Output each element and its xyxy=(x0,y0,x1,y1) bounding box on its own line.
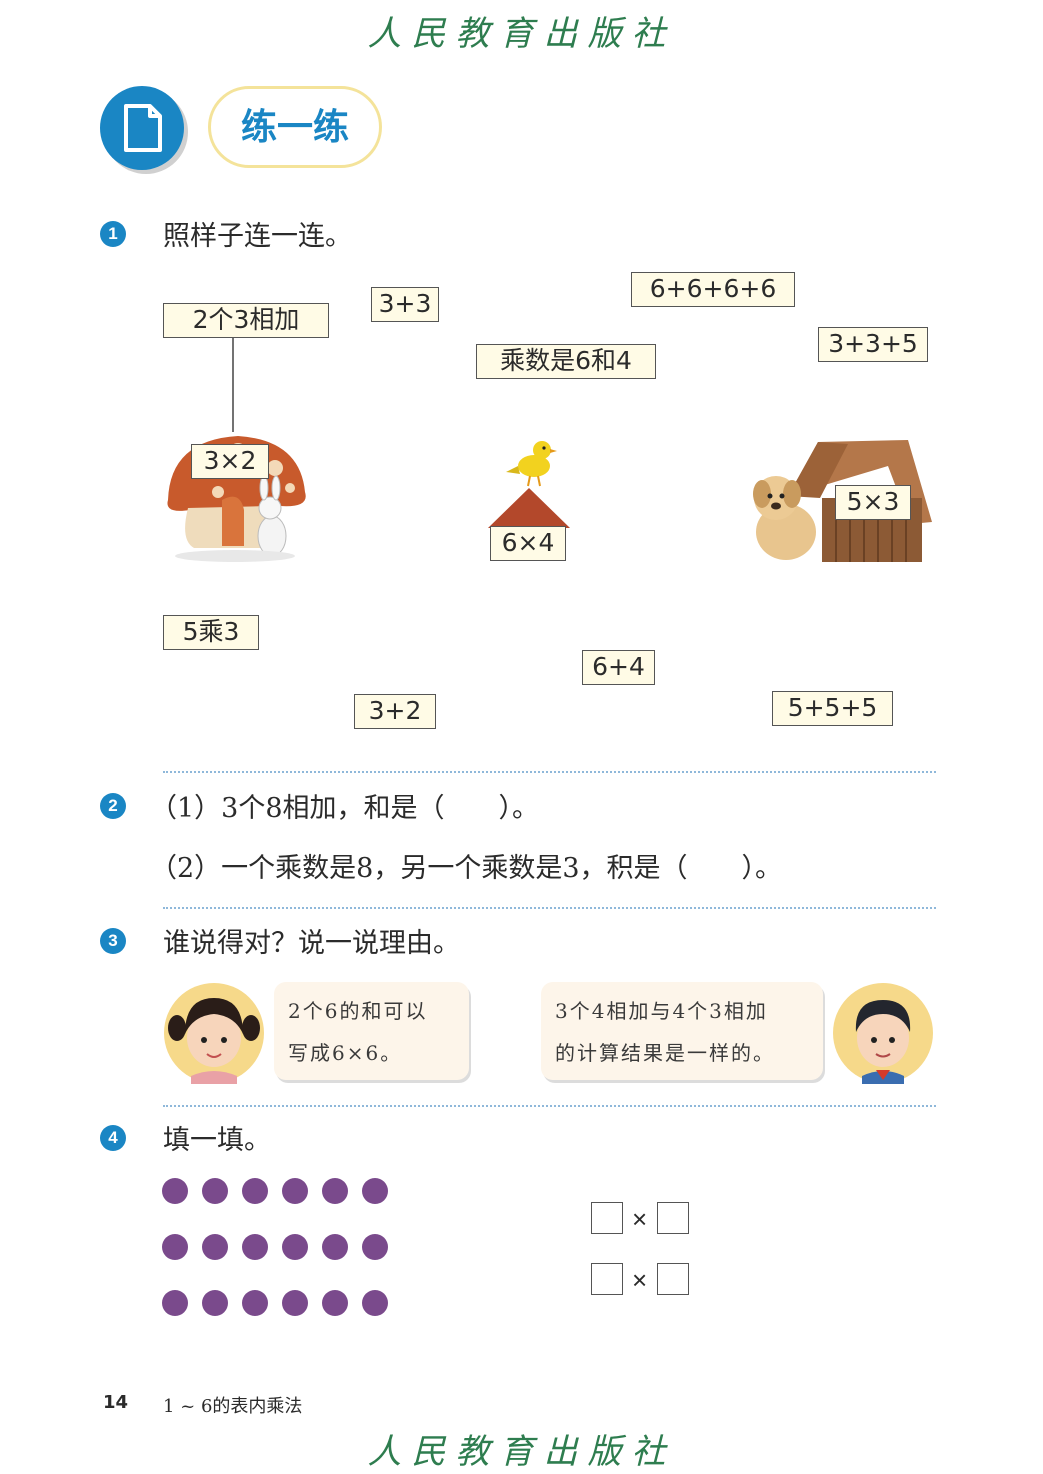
card-5-multiply-3[interactable]: 5乘3 xyxy=(163,615,259,650)
answer-box[interactable] xyxy=(591,1263,623,1295)
publisher-logo-top: 人民教育出版社 xyxy=(367,14,676,54)
boy-statement-line-2: 的计算结果是一样的。 xyxy=(555,1041,775,1065)
card-5-times-3[interactable]: 5×3 xyxy=(835,485,911,520)
purple-dot xyxy=(362,1178,388,1204)
times-sign: × xyxy=(632,1265,648,1295)
card-6-times-4[interactable]: 6×4 xyxy=(490,526,566,561)
card-3-times-2[interactable]: 3×2 xyxy=(191,444,269,479)
card-6-plus-4[interactable]: 6+4 xyxy=(582,650,655,685)
divider xyxy=(163,771,936,773)
answer-box[interactable] xyxy=(657,1263,689,1295)
boy-statement-line-1: 3个4相加与4个3相加 xyxy=(555,999,768,1023)
purple-dot xyxy=(322,1234,348,1260)
card-5-plus-5-plus-5[interactable]: 5+5+5 xyxy=(772,691,893,726)
answer-box[interactable] xyxy=(591,1202,623,1234)
answer-box[interactable] xyxy=(657,1202,689,1234)
card-3-plus-2[interactable]: 3+2 xyxy=(354,694,436,729)
boy-avatar xyxy=(833,983,933,1084)
girl-statement-line-1: 2个6的和可以 xyxy=(288,999,428,1023)
times-sign: × xyxy=(632,1204,648,1234)
boy-speech-bubble: 3个4相加与4个3相加 的计算结果是一样的。 xyxy=(541,982,823,1080)
example-connect-line xyxy=(232,336,234,432)
page-number: 14 xyxy=(103,1392,129,1413)
q3-instruction: 谁说得对？说一说理由。 xyxy=(163,928,460,959)
q2-line-2: （2）一个乘数是8，另一个乘数是3，积是（ ）。 xyxy=(150,853,783,884)
question-number-2: 2 xyxy=(100,793,126,819)
card-multipliers-6-and-4[interactable]: 乘数是6和4 xyxy=(476,344,656,379)
purple-dot xyxy=(242,1234,268,1260)
purple-dot xyxy=(322,1290,348,1316)
divider xyxy=(163,907,936,909)
purple-dot xyxy=(282,1178,308,1204)
question-number-3: 3 xyxy=(100,928,126,954)
question-number-1: 1 xyxy=(100,221,126,247)
purple-dot xyxy=(162,1290,188,1316)
girl-avatar xyxy=(164,983,264,1084)
question-number-4: 4 xyxy=(100,1125,126,1151)
card-3-plus-3[interactable]: 3+3 xyxy=(371,287,439,322)
purple-dot xyxy=(322,1178,348,1204)
divider xyxy=(163,1105,936,1107)
purple-dot xyxy=(202,1290,228,1316)
purple-dot xyxy=(162,1234,188,1260)
card-2-3s-added[interactable]: 2个3相加 xyxy=(163,303,329,338)
purple-dot xyxy=(362,1290,388,1316)
purple-dot xyxy=(242,1178,268,1204)
card-3-plus-3-plus-5[interactable]: 3+3+5 xyxy=(818,327,928,362)
girl-speech-bubble: 2个6的和可以 写成6×6。 xyxy=(274,982,469,1080)
q4-instruction: 填一填。 xyxy=(163,1125,271,1156)
document-icon xyxy=(100,86,184,170)
purple-dot xyxy=(162,1178,188,1204)
dot-array xyxy=(162,1178,402,1328)
girl-statement-line-2: 写成6×6。 xyxy=(288,1041,403,1065)
chapter-title: 1 ~ 6的表内乘法 xyxy=(163,1396,303,1417)
q2-line-1: （1）3个8相加，和是（ ）。 xyxy=(150,793,540,824)
section-title: 练一练 xyxy=(208,86,382,168)
purple-dot xyxy=(282,1234,308,1260)
card-6-plus-6-plus-6-plus-6[interactable]: 6+6+6+6 xyxy=(631,272,795,307)
purple-dot xyxy=(202,1178,228,1204)
purple-dot xyxy=(362,1234,388,1260)
purple-dot xyxy=(242,1290,268,1316)
purple-dot xyxy=(202,1234,228,1260)
q1-instruction: 照样子连一连。 xyxy=(163,221,352,252)
purple-dot xyxy=(282,1290,308,1316)
publisher-logo-bottom: 人民教育出版社 xyxy=(367,1432,676,1472)
